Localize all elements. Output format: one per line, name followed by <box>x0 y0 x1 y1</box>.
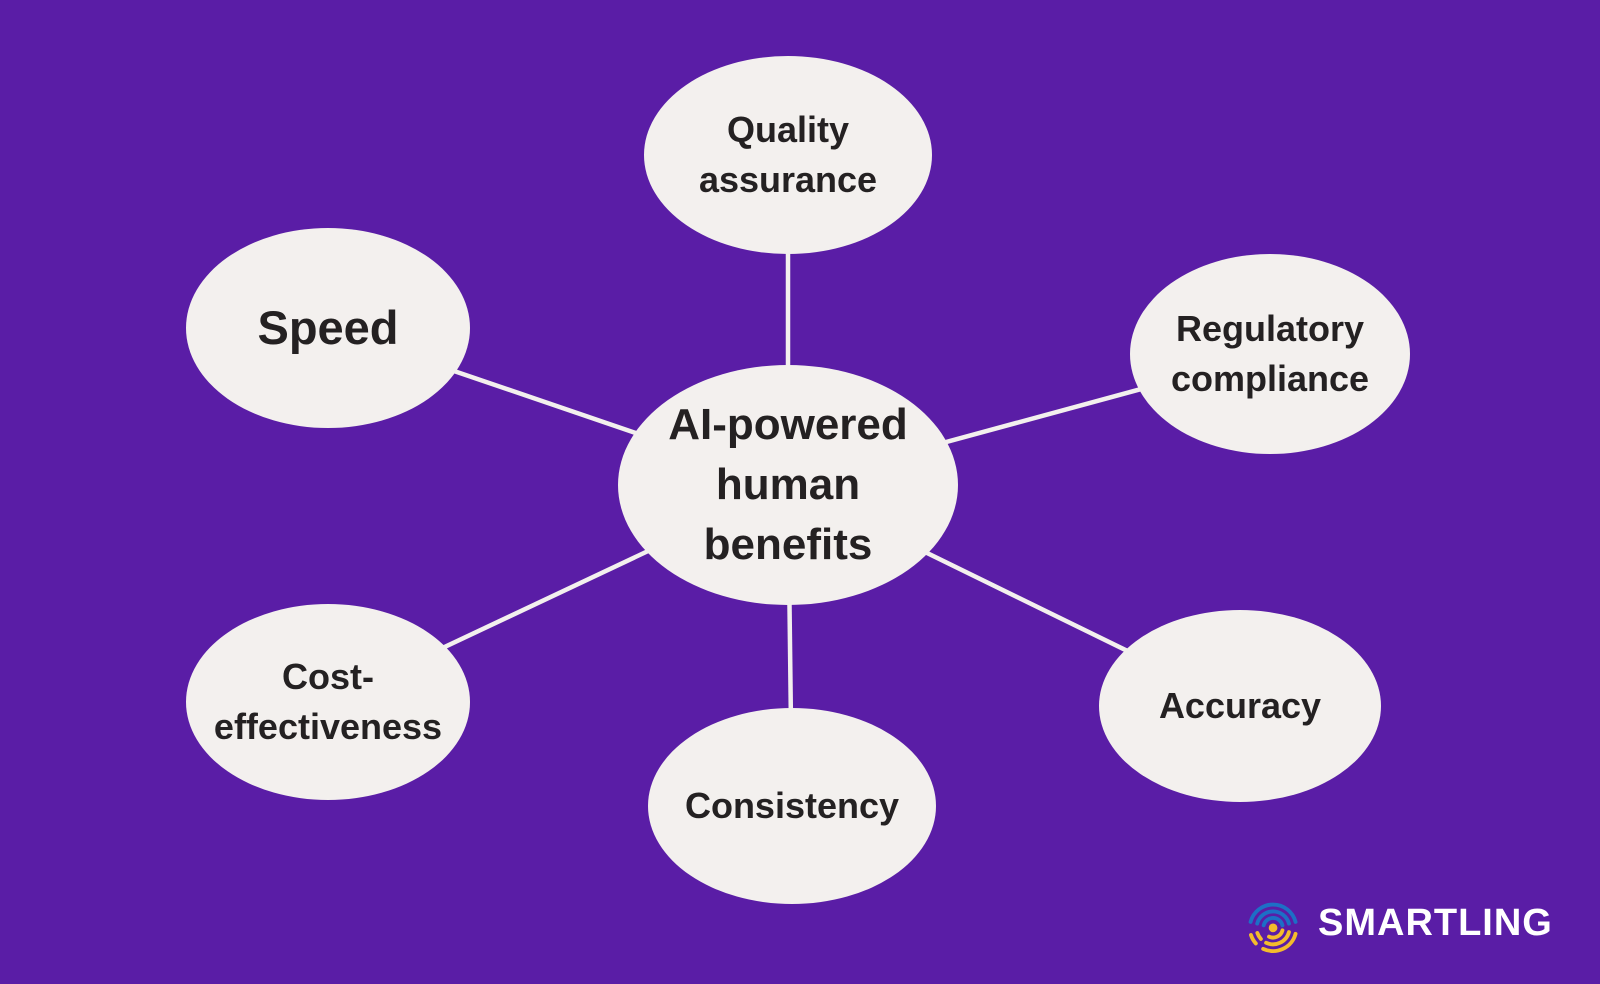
node-cost-effectiveness: Cost- effectiveness <box>186 604 470 800</box>
node-consistency: Consistency <box>648 708 936 904</box>
node-speed: Speed <box>186 228 470 428</box>
node-quality-assurance: Quality assurance <box>644 56 932 254</box>
node-label: Quality assurance <box>698 108 878 200</box>
node-label: Accuracy <box>1158 684 1322 726</box>
node-regulatory-compliance: Regulatory compliance <box>1130 254 1410 454</box>
node-label: AI-powered human benefits <box>668 400 908 569</box>
node-label: Speed <box>257 301 399 355</box>
smartling-spiral-icon <box>1248 902 1298 953</box>
node-label: Regulatory compliance <box>1170 307 1370 399</box>
node-center-ai-powered-human-benefits: AI-powered human benefits <box>618 365 958 605</box>
smartling-wordmark: SMARTLING <box>1318 901 1553 944</box>
node-label: Cost- effectiveness <box>213 655 443 747</box>
node-accuracy: Accuracy <box>1099 610 1381 802</box>
node-label: Consistency <box>684 784 900 826</box>
smartling-logo: SMARTLING <box>1244 892 1553 954</box>
